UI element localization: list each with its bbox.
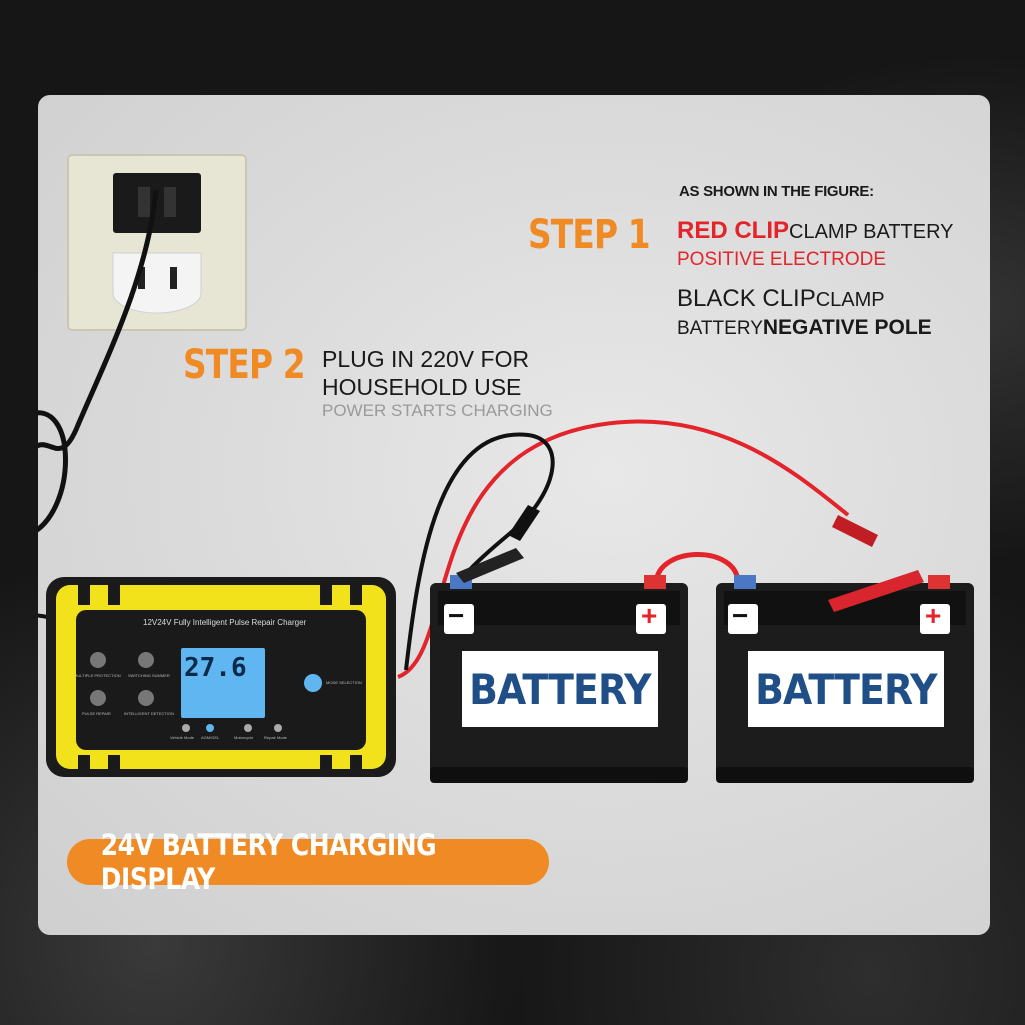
red-clip-text: RED CLIP	[677, 217, 790, 244]
step1-intro: AS SHOWN IN THE FIGURE:	[679, 183, 874, 200]
battery-right-positive-sign: +	[925, 600, 942, 631]
lcd-value: 27.6	[184, 653, 247, 683]
battery-left-label: BATTERY	[462, 651, 658, 727]
btn-label-5: MODE SELECTION	[326, 680, 362, 685]
battery-left-label-text: BATTERY	[469, 664, 651, 714]
btn-label-1: MULTIPLE PROTECTION	[74, 673, 121, 678]
red-clip-icon	[828, 570, 924, 612]
charger-device	[46, 577, 396, 777]
step1-label: STEP 1	[528, 212, 651, 258]
black-clip-line: BLACK CLIPCLAMP	[677, 285, 885, 313]
charger-model-text: 12V24V Fully Intelligent Pulse Repair Ch…	[143, 618, 307, 627]
black-clip-icon	[456, 548, 524, 583]
mode-label-4: Repair Mode	[264, 735, 287, 740]
step2-line1: PLUG IN 220V FOR	[322, 346, 530, 372]
lcd-display	[181, 648, 265, 718]
step2-line3: POWER STARTS CHARGING	[322, 401, 553, 420]
btn-label-2: SWITCHING SUMMER	[128, 673, 170, 678]
battery-left-negative-sign: −	[448, 600, 465, 631]
battery-right-negative-sign: −	[732, 600, 749, 631]
black-clip-rest: CLAMP	[815, 289, 885, 311]
instruction-panel: STEP 1 AS SHOWN IN THE FIGURE: RED CLIPC…	[38, 95, 990, 935]
battery-left-positive-sign: +	[641, 600, 658, 631]
positive-electrode-text: POSITIVE ELECTRODE	[677, 249, 887, 270]
step2-line2: HOUSEHOLD USE	[322, 374, 522, 400]
red-clip-line: RED CLIPCLAMP BATTERY	[677, 217, 954, 245]
illustration	[38, 154, 974, 783]
battery-right-label-text: BATTERY	[755, 664, 937, 714]
wall-socket-icon	[67, 154, 247, 331]
mode-label-1: Vehicle Mode	[170, 735, 195, 740]
mode-label-2: AGM/GEL	[201, 735, 220, 740]
banner-text: 24V BATTERY CHARGING DISPLAY	[100, 828, 437, 896]
battery-word: BATTERY	[677, 318, 763, 339]
btn-label-4: INTELLIGENT DETECTION	[124, 711, 174, 716]
step2-label: STEP 2	[183, 342, 306, 388]
black-clip-text: BLACK CLIP	[677, 285, 816, 312]
negative-pole-line: BATTERYNEGATIVE POLE	[677, 316, 932, 340]
btn-label-3: PULSE REPAIR	[82, 711, 111, 716]
mode-label-3: Motorcycle	[234, 735, 254, 740]
negative-pole-text: NEGATIVE POLE	[762, 316, 932, 339]
red-clip-rest: CLAMP BATTERY	[789, 221, 954, 243]
battery-right-label: BATTERY	[748, 651, 944, 727]
charging-display-banner: 24V BATTERY CHARGING DISPLAY	[67, 828, 549, 896]
